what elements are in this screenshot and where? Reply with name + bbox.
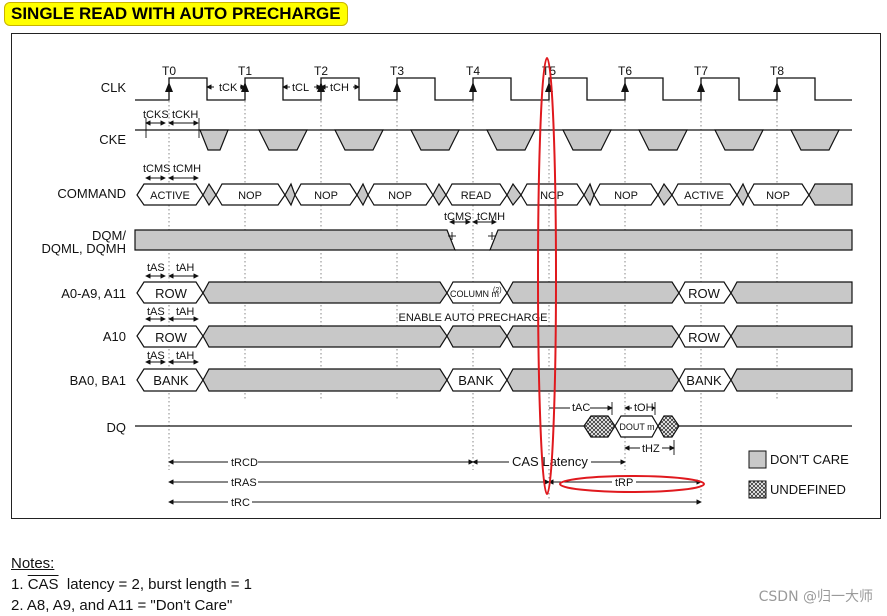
timing-tras: tRAS (231, 477, 257, 489)
bank-label-2: BANK (458, 373, 494, 388)
timing-tas: tAS (147, 262, 165, 274)
timing-trp: tRP (615, 477, 633, 489)
diagram-frame (11, 33, 881, 519)
a10-bus (136, 325, 853, 348)
signal-a10: A10 (103, 329, 126, 344)
bank-label: BANK (153, 373, 189, 388)
dq-dout: DOUT m (619, 422, 654, 432)
command-active: ACTIVE (150, 190, 190, 202)
address-row-2: ROW (688, 286, 721, 301)
timing-ba-tah: tAH (176, 350, 194, 362)
legend-undefined-swatch (748, 480, 767, 499)
timing-trc: tRC (231, 497, 250, 509)
timing-dqm-tcmh: tCMH (477, 211, 505, 223)
timing-tcks: tCKS (143, 109, 169, 121)
note-1: 1. CAS latency = 2, burst length = 1 (11, 574, 252, 595)
address-bus (136, 281, 853, 304)
timing-ba-tas: tAS (147, 350, 165, 362)
legend-dont-care: DON'T CARE (770, 452, 849, 467)
bank-bus (136, 368, 853, 392)
timing-trcd: tRCD (231, 457, 258, 469)
legend: DON'T CARE UNDEFINED (748, 450, 849, 499)
note-1-text: latency = 2, burst length = 1 (58, 576, 252, 593)
timing-tcl: tCL (292, 82, 309, 94)
command-nop: NOP (614, 190, 638, 202)
note-1-prefix: 1. (11, 576, 28, 593)
timing-toh: tOH (634, 402, 654, 414)
signal-bank: BA0, BA1 (70, 373, 126, 388)
clock-label-t3: T3 (390, 64, 404, 78)
timing-tah: tAH (176, 262, 194, 274)
note-2: 2. A8, A9, and A11 = "Don't Care" (11, 597, 233, 614)
timing-tac: tAC (572, 402, 590, 414)
timing-tch: tCH (330, 82, 349, 94)
clock-label-t6: T6 (618, 64, 632, 78)
a10-row-2: ROW (688, 330, 721, 345)
timing-dqm-tcms: tCMS (444, 211, 472, 223)
address-column: COLUMN m (450, 289, 499, 299)
clock-label-t2: T2 (314, 64, 328, 78)
signal-dqml-dqmh: DQML, DQMH (42, 241, 127, 256)
clk-waveform (135, 77, 852, 101)
bank-label-3: BANK (686, 373, 722, 388)
signal-address: A0-A9, A11 (61, 286, 126, 301)
highlight-annotations (537, 57, 705, 495)
legend-undefined: UNDEFINED (770, 482, 846, 497)
trp-highlight-ellipse (559, 475, 705, 493)
command-nop: NOP (238, 190, 262, 202)
cke-dont-care-regions (199, 129, 840, 151)
dq-waveform (135, 415, 852, 438)
address-row: ROW (155, 286, 188, 301)
timing-tcms: tCMS (143, 163, 171, 175)
clock-label-t0: T0 (162, 64, 176, 78)
signal-command: COMMAND (57, 186, 126, 201)
enable-auto-precharge: ENABLE AUTO PRECHARGE (399, 312, 548, 324)
command-nop: NOP (540, 190, 564, 202)
timing-tckh: tCKH (172, 109, 198, 121)
timing-a10-tas: tAS (147, 306, 165, 318)
clk-rising-edge-arrows (165, 82, 781, 92)
command-nop: NOP (388, 190, 412, 202)
dqm-waveform (134, 229, 853, 251)
signal-dq: DQ (107, 420, 127, 435)
diagram-title: SINGLE READ WITH AUTO PRECHARGE (4, 2, 348, 26)
legend-dont-care-swatch (748, 450, 767, 469)
clock-label-t8: T8 (770, 64, 784, 78)
command-read: READ (461, 190, 492, 202)
signal-clk: CLK (101, 80, 127, 95)
clock-label-t7: T7 (694, 64, 708, 78)
timing-tck: tCK (219, 82, 238, 94)
command-nop: NOP (766, 190, 790, 202)
timing-thz: tHZ (642, 443, 660, 455)
timing-cas-latency: CAS Latency (512, 454, 588, 469)
clock-label-t4: T4 (466, 64, 480, 78)
timing-tcmh: tCMH (173, 163, 201, 175)
clock-label-t1: T1 (238, 64, 252, 78)
notes: Notes: 1. CAS latency = 2, burst length … (11, 553, 252, 616)
signal-dqm: DQM/ (92, 228, 126, 243)
command-nop: NOP (314, 190, 338, 202)
timing-a10-tah: tAH (176, 306, 194, 318)
signal-cke: CKE (99, 132, 126, 147)
notes-heading: Notes: (11, 555, 55, 572)
command-active: ACTIVE (684, 190, 724, 202)
watermark: CSDN @归一大师 (758, 589, 873, 605)
t5-highlight-ellipse (537, 57, 557, 495)
command-bus (136, 182, 853, 207)
note-1-cas: CAS (27, 576, 59, 593)
address-column-footnote: (2) (493, 287, 502, 294)
a10-row: ROW (155, 330, 188, 345)
